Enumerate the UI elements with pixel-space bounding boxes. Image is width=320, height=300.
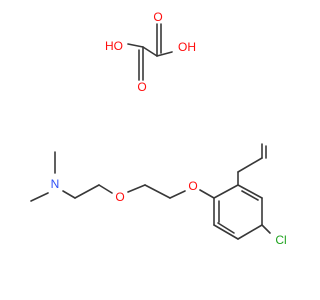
atom-o-top: O — [153, 10, 162, 24]
atom-cl: Cl — [275, 233, 286, 247]
bond-o-ring — [199, 189, 215, 199]
atom-n: N — [51, 177, 60, 191]
atom-o-ether-aryl: O — [188, 179, 197, 193]
atom-ho: HO — [105, 39, 123, 53]
ring-bond-2 — [237, 184, 263, 199]
bond-oxalic-cc — [142, 46, 158, 57]
bond-ch2-o-aryl — [169, 190, 186, 199]
bond-ring-cl — [261, 224, 271, 234]
atom-oh: OH — [178, 40, 196, 54]
bond-n-ch2 — [62, 190, 76, 199]
ring-bond-1 — [213, 184, 239, 199]
structure-diagram: HO OH O O N O O Cl — [30, 10, 287, 247]
bond-ch2-o-a — [98, 184, 113, 194]
bond-c-oh — [156, 51, 173, 57]
bond-ch2-ch2-a — [74, 184, 100, 199]
ring-bond-2-inner — [241, 190, 259, 201]
ring-bond-5-inner — [217, 222, 235, 234]
bond-allyl-ch2-ch — [237, 157, 263, 173]
bond-ch2-ch2-b — [144, 184, 171, 199]
atom-o-ether-mid: O — [115, 190, 124, 204]
bond-c-ho — [127, 43, 144, 48]
ring-bond-5 — [213, 224, 239, 240]
molecule-canvas: HO OH O O N O O Cl — [30, 10, 287, 247]
atom-o-bottom: O — [137, 80, 146, 94]
main-molecule — [30, 143, 271, 240]
oxalic-acid — [127, 23, 173, 81]
bond-o-ch2-b — [127, 184, 146, 193]
ring-bond-4 — [237, 224, 263, 240]
bond-n-methyl-left — [30, 192, 49, 202]
